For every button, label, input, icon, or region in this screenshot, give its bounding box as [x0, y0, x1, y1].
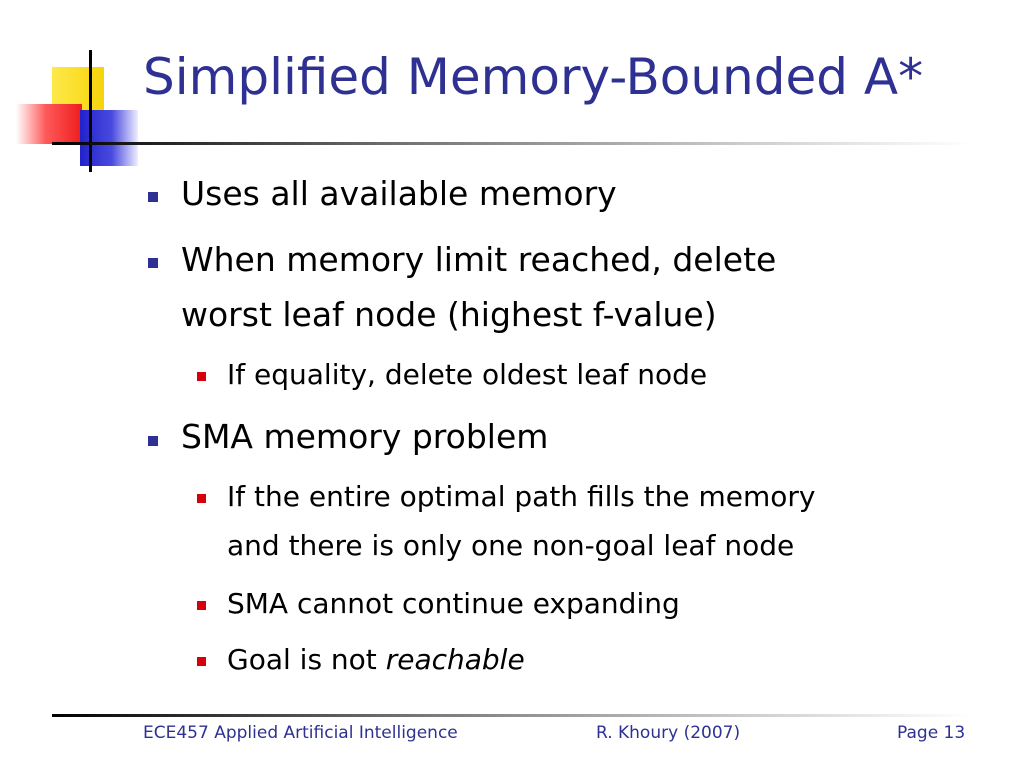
sub-bullet-3-1-line-1: If the entire optimal path fills the mem…: [227, 480, 816, 513]
sub-bullet-marker: [197, 657, 206, 666]
sub-bullet-3-3-prefix: Goal is not: [227, 643, 386, 676]
bullet-marker: [148, 258, 158, 268]
sub-bullet-marker: [197, 601, 206, 610]
decorative-logo: [0, 0, 140, 175]
logo-vertical-line: [89, 50, 92, 172]
bullet-marker: [148, 192, 158, 202]
bullet-3-text: SMA memory problem: [181, 417, 549, 456]
bullet-2-line-2: worst leaf node (highest f-value): [181, 295, 717, 334]
red-square: [16, 104, 82, 144]
sub-bullet-marker: [197, 372, 206, 381]
sub-bullet-3-3-emphasis: reachable: [385, 643, 525, 676]
slide-title: Simplified Memory-Bounded A*: [143, 48, 924, 106]
footer-course: ECE457 Applied Artificial Intelligence: [143, 723, 458, 743]
bullet-1-text: Uses all available memory: [181, 174, 617, 213]
sub-bullet-marker: [197, 494, 206, 503]
bullet-2-line-1: When memory limit reached, delete: [181, 240, 777, 279]
bullet-marker: [148, 436, 158, 446]
sub-bullet-2-1-text: If equality, delete oldest leaf node: [227, 358, 708, 391]
title-divider: [52, 142, 972, 145]
sub-bullet-3-1-line-2: and there is only one non-goal leaf node: [227, 529, 795, 562]
footer-author: R. Khoury (2007): [596, 723, 741, 743]
sub-bullet-3-2-text: SMA cannot continue expanding: [227, 587, 680, 620]
footer-page-number: Page 13: [897, 723, 966, 743]
footer-divider: [52, 714, 972, 717]
sub-bullet-3-3-text: Goal is not reachable: [227, 635, 525, 684]
